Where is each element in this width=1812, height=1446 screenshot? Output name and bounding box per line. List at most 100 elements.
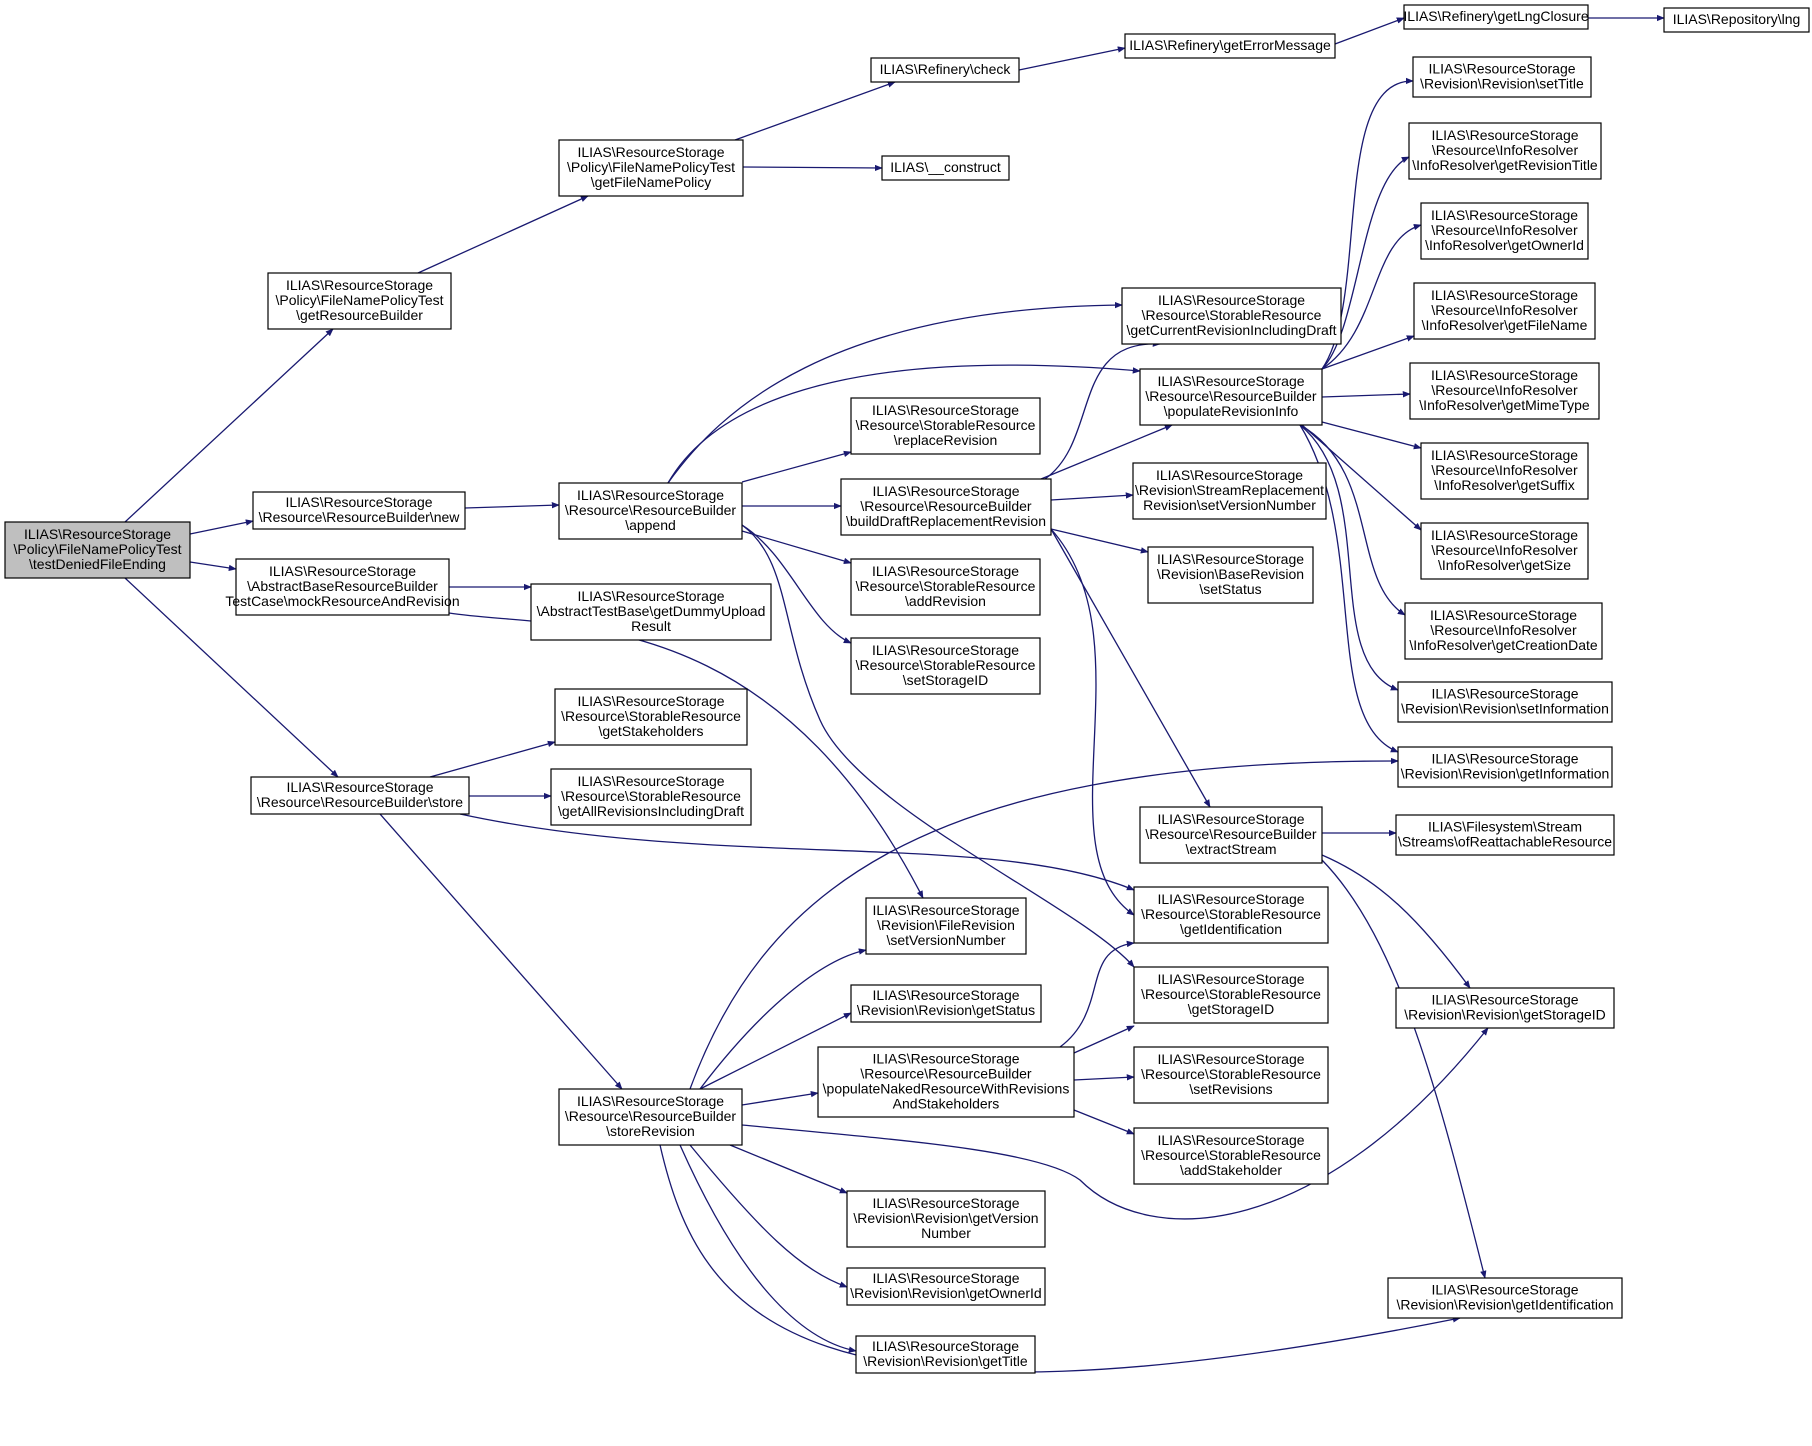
node-n34[interactable]: ILIAS\Repository\lng — [1663, 7, 1810, 33]
node-n36[interactable]: ILIAS\ResourceStorage\Resource\InfoResol… — [1408, 122, 1602, 180]
node-label-line: \Resource\StorableResource — [1142, 307, 1322, 323]
node-n31[interactable]: ILIAS\ResourceStorage\Resource\StorableR… — [1133, 1046, 1329, 1104]
node-box — [1420, 202, 1589, 260]
node-n16[interactable]: ILIAS\ResourceStorage\Resource\StorableR… — [850, 637, 1041, 695]
node-n0[interactable]: ILIAS\ResourceStorage\Policy\FileNamePol… — [4, 521, 191, 579]
node-label-line: \Revision\Revision\getStorageID — [1404, 1007, 1606, 1023]
edge-n25-n36 — [1321, 156, 1410, 370]
node-box — [840, 478, 1052, 536]
node-n42[interactable]: ILIAS\ResourceStorage\Resource\InfoResol… — [1404, 602, 1603, 660]
edge-n0-n4 — [124, 577, 339, 778]
node-n20[interactable]: ILIAS\ResourceStorage\Revision\Revision\… — [846, 1190, 1046, 1248]
node-n3[interactable]: ILIAS\ResourceStorage\AbstractBaseResour… — [225, 558, 460, 616]
node-box — [554, 688, 748, 746]
node-n10[interactable]: ILIAS\ResourceStorage\Resource\ResourceB… — [558, 1088, 743, 1146]
node-label-line: ILIAS\ResourceStorage — [1431, 287, 1578, 303]
edge-n5-n12 — [742, 164, 883, 172]
node-n15[interactable]: ILIAS\ResourceStorage\Resource\StorableR… — [850, 558, 1041, 616]
node-label-line: ILIAS\ResourceStorage — [1431, 1282, 1578, 1298]
node-n1[interactable]: ILIAS\ResourceStorage\Policy\FileNamePol… — [267, 272, 452, 330]
node-label-line: \Policy\FileNamePolicyTest — [275, 292, 443, 308]
node-box — [817, 1046, 1075, 1118]
node-n27[interactable]: ILIAS\ResourceStorage\Revision\BaseRevis… — [1147, 546, 1314, 604]
node-n17[interactable]: ILIAS\ResourceStorage\Revision\FileRevis… — [865, 897, 1027, 955]
node-label-line: \getAllRevisionsIncludingDraft — [558, 803, 744, 819]
edge-n10-n44 — [689, 757, 1399, 1090]
node-label-line: \storeRevision — [606, 1123, 695, 1139]
node-box — [850, 558, 1041, 616]
node-label-line: \Resource\StorableResource — [856, 417, 1036, 433]
edge-n25-n39 — [1321, 391, 1411, 398]
node-n2[interactable]: ILIAS\ResourceStorage\Resource\ResourceB… — [252, 491, 466, 530]
node-n25[interactable]: ILIAS\ResourceStorage\Resource\ResourceB… — [1139, 368, 1323, 426]
node-n26[interactable]: ILIAS\ResourceStorage\Revision\StreamRep… — [1132, 462, 1327, 520]
node-n29[interactable]: ILIAS\ResourceStorage\Resource\StorableR… — [1133, 886, 1329, 944]
node-box — [1412, 56, 1592, 98]
node-n32[interactable]: ILIAS\ResourceStorage\Resource\StorableR… — [1133, 1127, 1329, 1185]
node-n39[interactable]: ILIAS\ResourceStorage\Resource\InfoResol… — [1409, 362, 1600, 420]
node-label-line: \Resource\InfoResolver — [1432, 142, 1579, 158]
node-label-line: \Revision\Revision\getStatus — [857, 1002, 1035, 1018]
node-box — [1413, 282, 1596, 340]
node-label-line: ILIAS\ResourceStorage — [1431, 751, 1578, 767]
node-box — [870, 57, 1020, 83]
node-n19[interactable]: ILIAS\ResourceStorage\Resource\ResourceB… — [817, 1046, 1075, 1118]
edge-n25-n42 — [1299, 424, 1406, 616]
node-n23[interactable]: ILIAS\Refinery\getErrorMessage — [1124, 33, 1336, 59]
edge-n10-n46 — [741, 1027, 1489, 1220]
node-n40[interactable]: ILIAS\ResourceStorage\Resource\InfoResol… — [1420, 442, 1589, 500]
node-n41[interactable]: ILIAS\ResourceStorage\Resource\InfoResol… — [1420, 522, 1589, 580]
node-label-line: ILIAS\ResourceStorage — [269, 563, 416, 579]
node-n5[interactable]: ILIAS\ResourceStorage\Policy\FileNamePol… — [558, 139, 744, 197]
node-n4[interactable]: ILIAS\ResourceStorage\Resource\ResourceB… — [250, 776, 470, 815]
node-n22[interactable]: ILIAS\ResourceStorage\Revision\Revision\… — [855, 1335, 1036, 1374]
node-n44[interactable]: ILIAS\ResourceStorage\Revision\Revision\… — [1397, 746, 1613, 788]
node-n11[interactable]: ILIAS\Refinery\check — [870, 57, 1020, 83]
node-label-line: \Revision\Revision\getOwnerId — [850, 1285, 1041, 1301]
node-label-line: \setStorageID — [903, 672, 989, 688]
node-n43[interactable]: ILIAS\ResourceStorage\Revision\Revision\… — [1397, 681, 1613, 723]
node-n7[interactable]: ILIAS\ResourceStorage\AbstractTestBase\g… — [530, 583, 772, 641]
node-n47[interactable]: ILIAS\ResourceStorage\Revision\Revision\… — [1387, 1277, 1623, 1319]
node-box — [1403, 4, 1589, 30]
node-label-line: ILIAS\Filesystem\Stream — [1428, 819, 1582, 835]
node-box — [1420, 442, 1589, 500]
node-box — [855, 1335, 1036, 1374]
node-n14[interactable]: ILIAS\ResourceStorage\Resource\ResourceB… — [840, 478, 1052, 536]
node-label-line: ILIAS\ResourceStorage — [24, 526, 171, 542]
node-label-line: \getFileNamePolicy — [591, 174, 712, 190]
edge-n3-n17 — [448, 612, 924, 899]
node-n35[interactable]: ILIAS\ResourceStorage\Revision\Revision\… — [1412, 56, 1592, 98]
node-n9[interactable]: ILIAS\ResourceStorage\Resource\StorableR… — [550, 768, 752, 826]
node-n30[interactable]: ILIAS\ResourceStorage\Resource\StorableR… — [1133, 966, 1329, 1024]
edge-n6-n13 — [741, 450, 852, 483]
node-n45[interactable]: ILIAS\Filesystem\Stream\Streams\ofReatta… — [1395, 814, 1615, 856]
node-n18[interactable]: ILIAS\ResourceStorage\Revision\Revision\… — [850, 984, 1042, 1023]
node-box — [1420, 522, 1589, 580]
node-label-line: \Resource\ResourceBuilder — [1145, 388, 1317, 404]
node-n28[interactable]: ILIAS\ResourceStorage\Resource\ResourceB… — [1139, 806, 1323, 864]
node-n8[interactable]: ILIAS\ResourceStorage\Resource\StorableR… — [554, 688, 748, 746]
node-box — [881, 155, 1010, 181]
node-label-line: \InfoResolver\getFileName — [1422, 317, 1588, 333]
node-n46[interactable]: ILIAS\ResourceStorage\Revision\Revision\… — [1395, 987, 1615, 1029]
node-n24[interactable]: ILIAS\ResourceStorage\Resource\StorableR… — [1121, 287, 1342, 345]
node-label-line: ILIAS\__construct — [890, 159, 1001, 175]
node-n13[interactable]: ILIAS\ResourceStorage\Resource\StorableR… — [850, 397, 1041, 455]
node-label-line: ILIAS\ResourceStorage — [1157, 811, 1304, 827]
node-n38[interactable]: ILIAS\ResourceStorage\Resource\InfoResol… — [1413, 282, 1596, 340]
node-n6[interactable]: ILIAS\ResourceStorage\Resource\ResourceB… — [558, 482, 743, 540]
node-box — [558, 1088, 743, 1146]
node-box — [235, 558, 450, 616]
node-label-line: ILIAS\ResourceStorage — [1157, 1051, 1304, 1067]
node-label-line: ILIAS\ResourceStorage — [1156, 467, 1303, 483]
node-n21[interactable]: ILIAS\ResourceStorage\Revision\Revision\… — [846, 1267, 1046, 1306]
node-n33[interactable]: ILIAS\Refinery\getLngClosure — [1403, 4, 1589, 30]
node-label-line: \setVersionNumber — [886, 932, 1005, 948]
node-n12[interactable]: ILIAS\__construct — [881, 155, 1010, 181]
node-box — [1147, 546, 1314, 604]
edge-n28-n47 — [1321, 859, 1487, 1279]
node-label-line: ILIAS\ResourceStorage — [286, 779, 433, 795]
node-n37[interactable]: ILIAS\ResourceStorage\Resource\InfoResol… — [1420, 202, 1589, 260]
node-label-line: TestCase\mockResourceAndRevision — [225, 593, 459, 609]
